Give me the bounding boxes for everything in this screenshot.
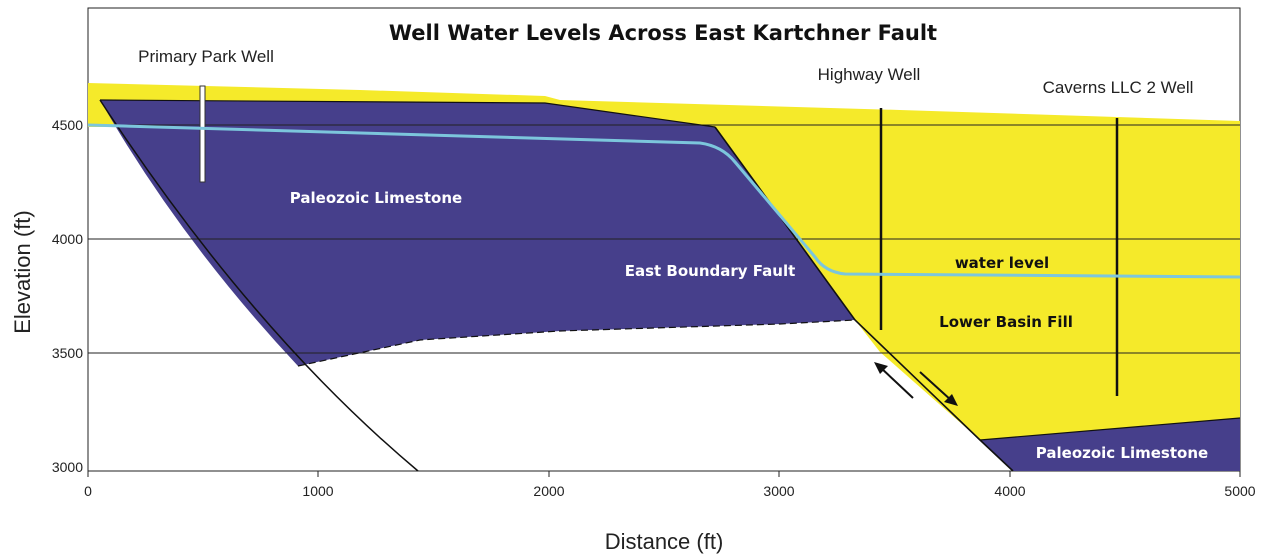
x-tick-label: 1000: [302, 483, 333, 499]
lower-basin-fill-label: Lower Basin Fill: [939, 313, 1073, 331]
paleozoic-limestone-lower-block: [980, 418, 1240, 471]
paleozoic-limestone-upper-label: Paleozoic Limestone: [290, 189, 462, 207]
limestone-top-contact: [99, 99, 716, 128]
y-tick-label: 4500: [52, 117, 83, 133]
x-axis-title: Distance (ft): [605, 529, 724, 554]
lower-limestone-top-contact: [979, 417, 1241, 441]
western-fault-line: [99, 99, 419, 472]
x-tick-label: 3000: [763, 483, 794, 499]
basin-fill-layer: [88, 83, 1240, 440]
y-tick-label: 3500: [52, 345, 83, 361]
fault-slip-arrow-up-head: [874, 362, 888, 374]
primary-park-well-label: Primary Park Well: [138, 47, 274, 66]
fault-slip-arrow-up: [879, 366, 914, 399]
x-axis-ticks: [87, 471, 1241, 477]
chart-title: Well Water Levels Across East Kartchner …: [389, 21, 937, 45]
y-tick-label: 3000: [52, 459, 83, 475]
water-table-line: [87, 123, 1241, 279]
water-level-label: water level: [955, 254, 1049, 272]
x-tick-label: 4000: [994, 483, 1025, 499]
x-tick-label: 5000: [1224, 483, 1255, 499]
east-boundary-fault-label: East Boundary Fault: [625, 262, 796, 280]
paleozoic-limestone-upper-block: [100, 100, 855, 366]
fault-slip-arrow-down-head: [944, 394, 958, 406]
fault-slip-arrow-down: [919, 371, 953, 402]
paleozoic-limestone-lower-label: Paleozoic Limestone: [1036, 444, 1208, 462]
highway-well-label: Highway Well: [818, 65, 921, 84]
y-axis-title: Elevation (ft): [10, 210, 35, 334]
limestone-base-contact: [297, 319, 856, 367]
primary-park-well-casing: [199, 85, 206, 183]
caverns-well-label: Caverns LLC 2 Well: [1043, 78, 1194, 97]
x-tick-label: 0: [84, 483, 92, 499]
x-tick-label: 2000: [533, 483, 564, 499]
y-tick-label: 4000: [52, 231, 83, 247]
